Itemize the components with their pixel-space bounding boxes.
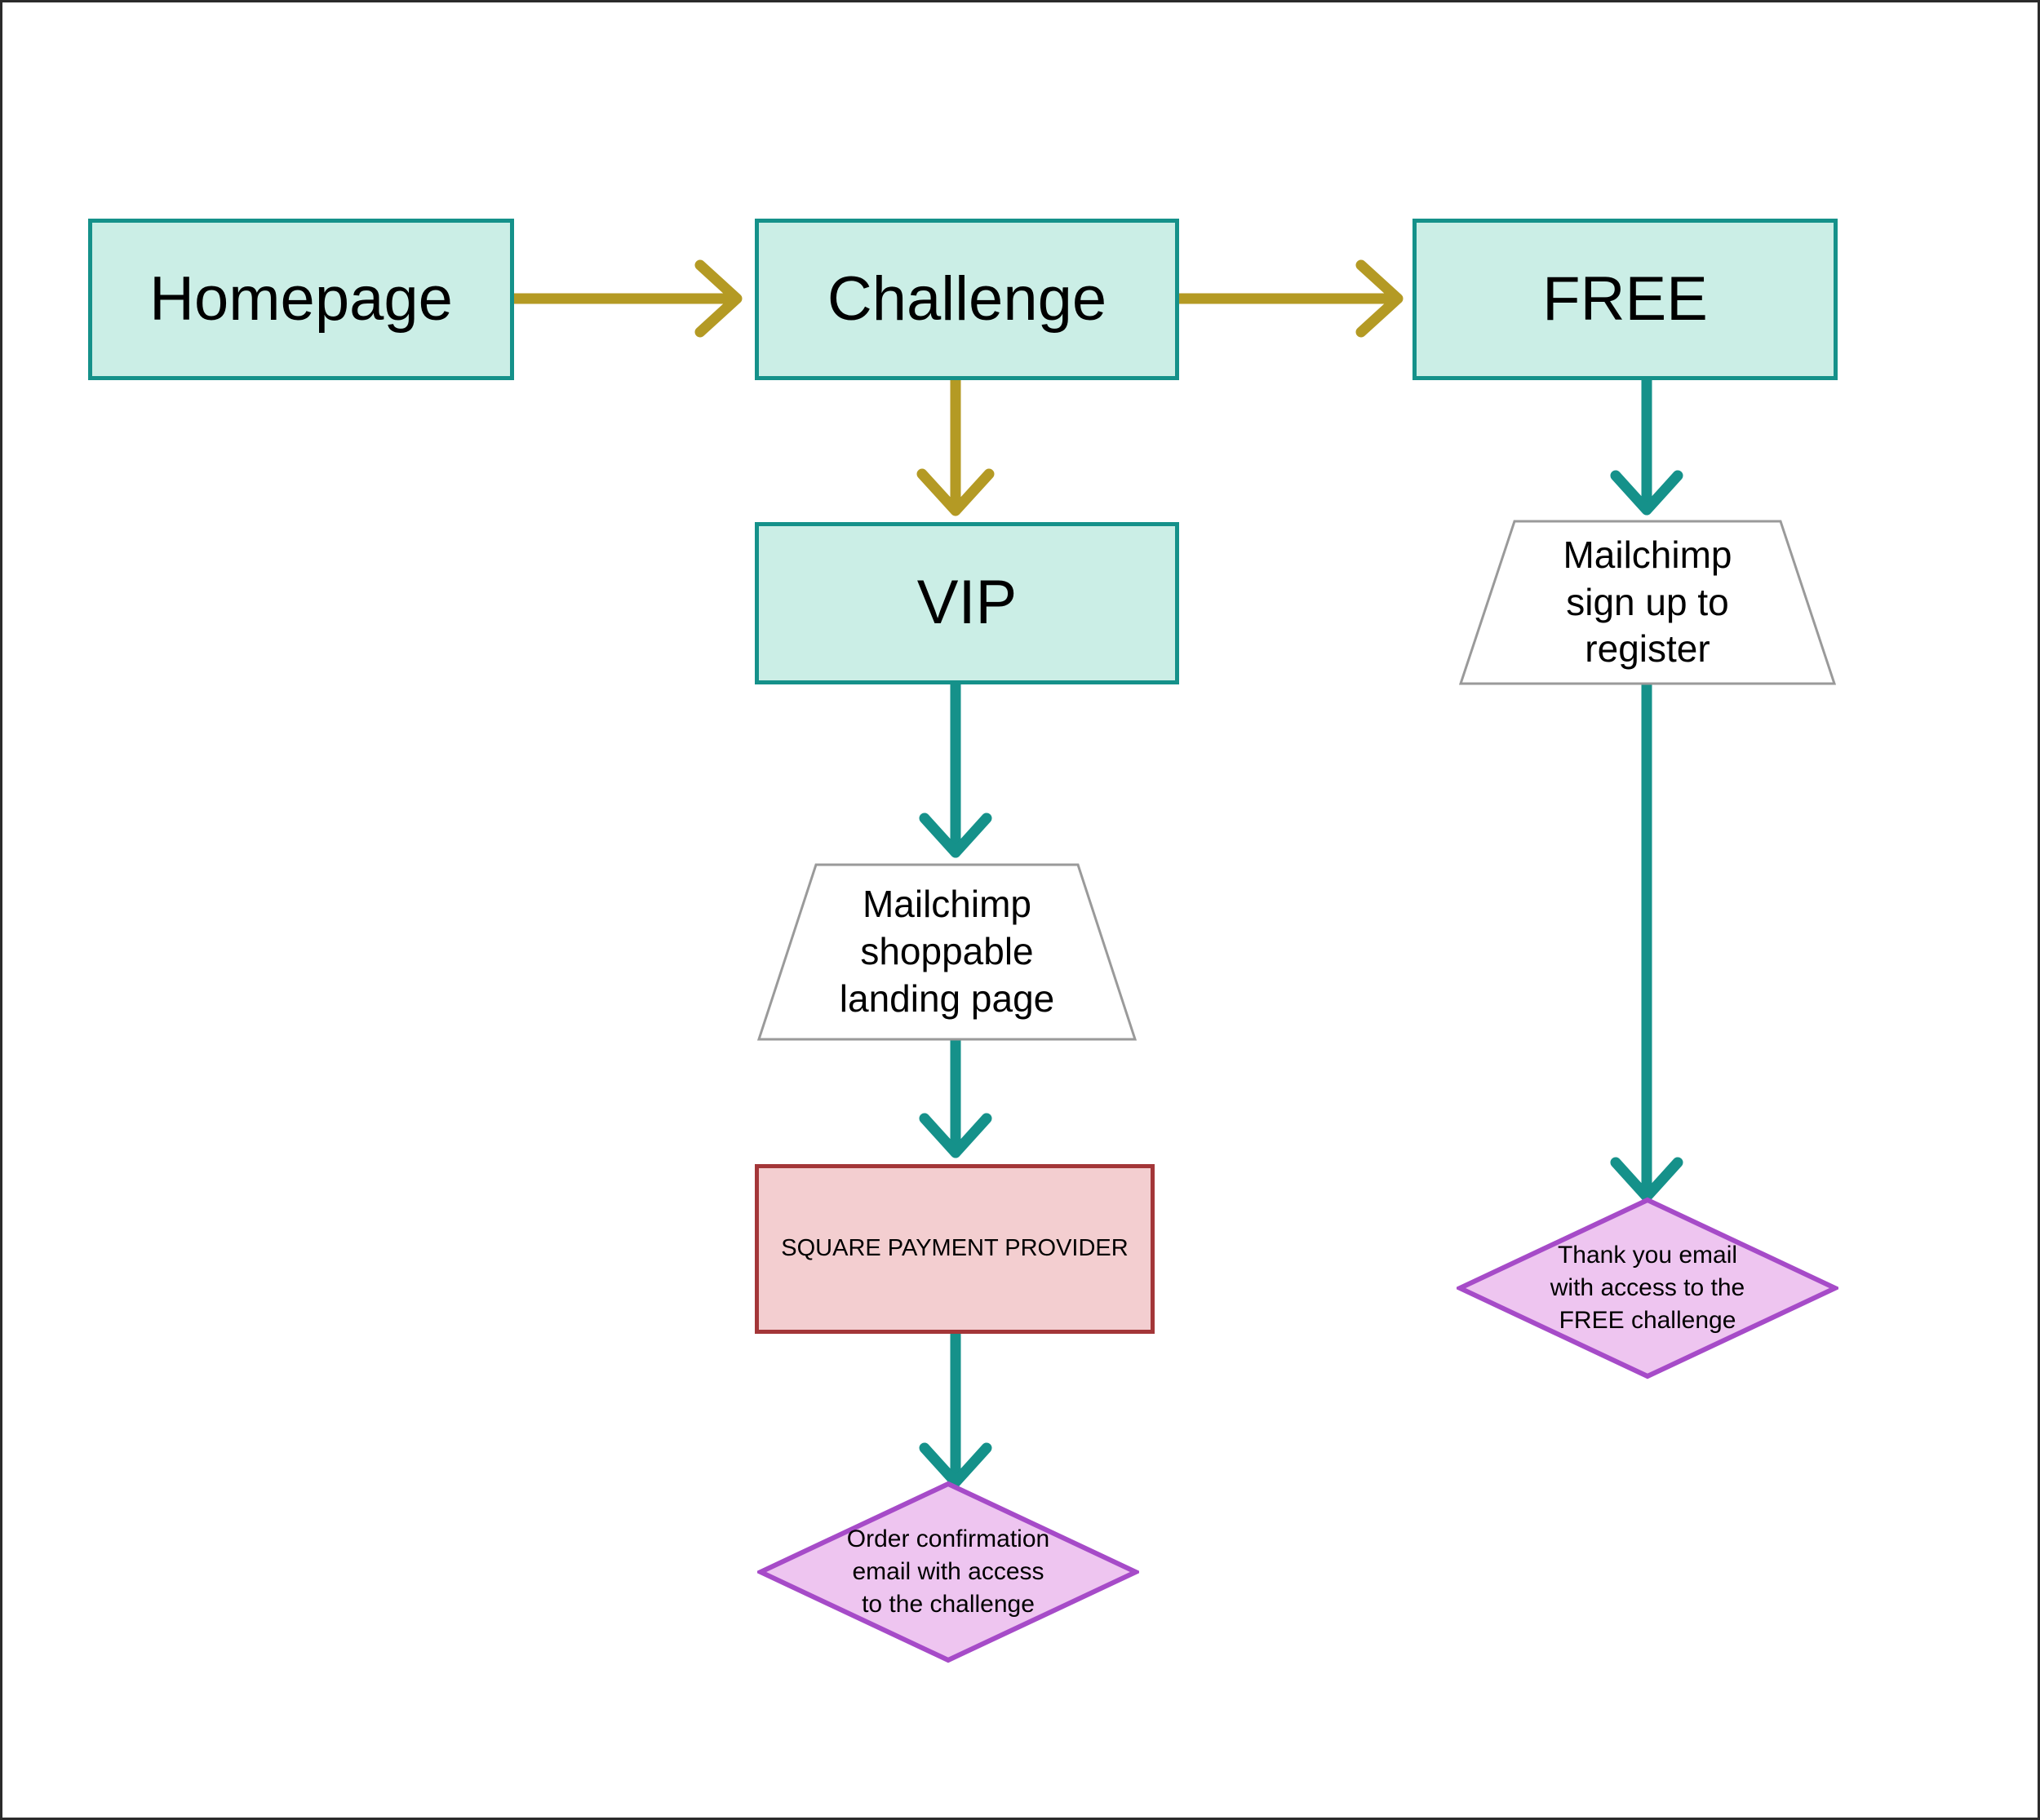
node-mailchimp-signup[interactable]: Mailchimp sign up to register (1459, 520, 1836, 685)
node-mailchimp-landing[interactable]: Mailchimp shoppable landing page (757, 863, 1137, 1041)
diamond-shape-thank-you (1457, 1197, 1838, 1379)
diamond-shape-order-confirmation (757, 1481, 1139, 1663)
node-vip-label: VIP (916, 568, 1018, 638)
node-mailchimp-signup-label: Mailchimp sign up to register (1563, 533, 1732, 671)
node-order-confirmation-email-label: Order confirmation email with access to … (846, 1525, 1050, 1619)
trapezoid-shape-landing (757, 863, 1137, 1041)
edge-challenge-to-vip (916, 380, 995, 516)
edge-square-to-order-confirmation (919, 1334, 992, 1488)
node-free[interactable]: FREE (1412, 219, 1838, 380)
node-square-payment-provider-label: SQUARE PAYMENT PROVIDER (781, 1235, 1129, 1262)
node-thank-you-email[interactable]: Thank you email with access to the FREE … (1457, 1197, 1838, 1379)
node-challenge-label: Challenge (827, 263, 1107, 334)
node-challenge[interactable]: Challenge (755, 219, 1179, 380)
node-vip[interactable]: VIP (755, 522, 1179, 684)
node-mailchimp-landing-label: Mailchimp shoppable landing page (839, 883, 1055, 1020)
node-square-payment-provider[interactable]: SQUARE PAYMENT PROVIDER (755, 1164, 1155, 1334)
node-order-confirmation-email[interactable]: Order confirmation email with access to … (757, 1481, 1139, 1663)
edge-homepage-to-challenge (514, 259, 743, 338)
edge-mailchimp-landing-to-square (919, 1040, 992, 1158)
edge-vip-to-mailchimp-landing (919, 684, 992, 858)
edge-mailchimp-signup-to-thank-you (1610, 684, 1683, 1202)
node-free-label: FREE (1542, 263, 1708, 334)
node-homepage[interactable]: Homepage (88, 219, 514, 380)
node-thank-you-email-label: Thank you email with access to the FREE … (1550, 1241, 1745, 1335)
trapezoid-shape-signup (1459, 520, 1836, 685)
node-homepage-label: Homepage (149, 263, 453, 334)
edge-challenge-to-free (1179, 259, 1404, 338)
edge-free-to-mailchimp-signup (1610, 380, 1683, 516)
